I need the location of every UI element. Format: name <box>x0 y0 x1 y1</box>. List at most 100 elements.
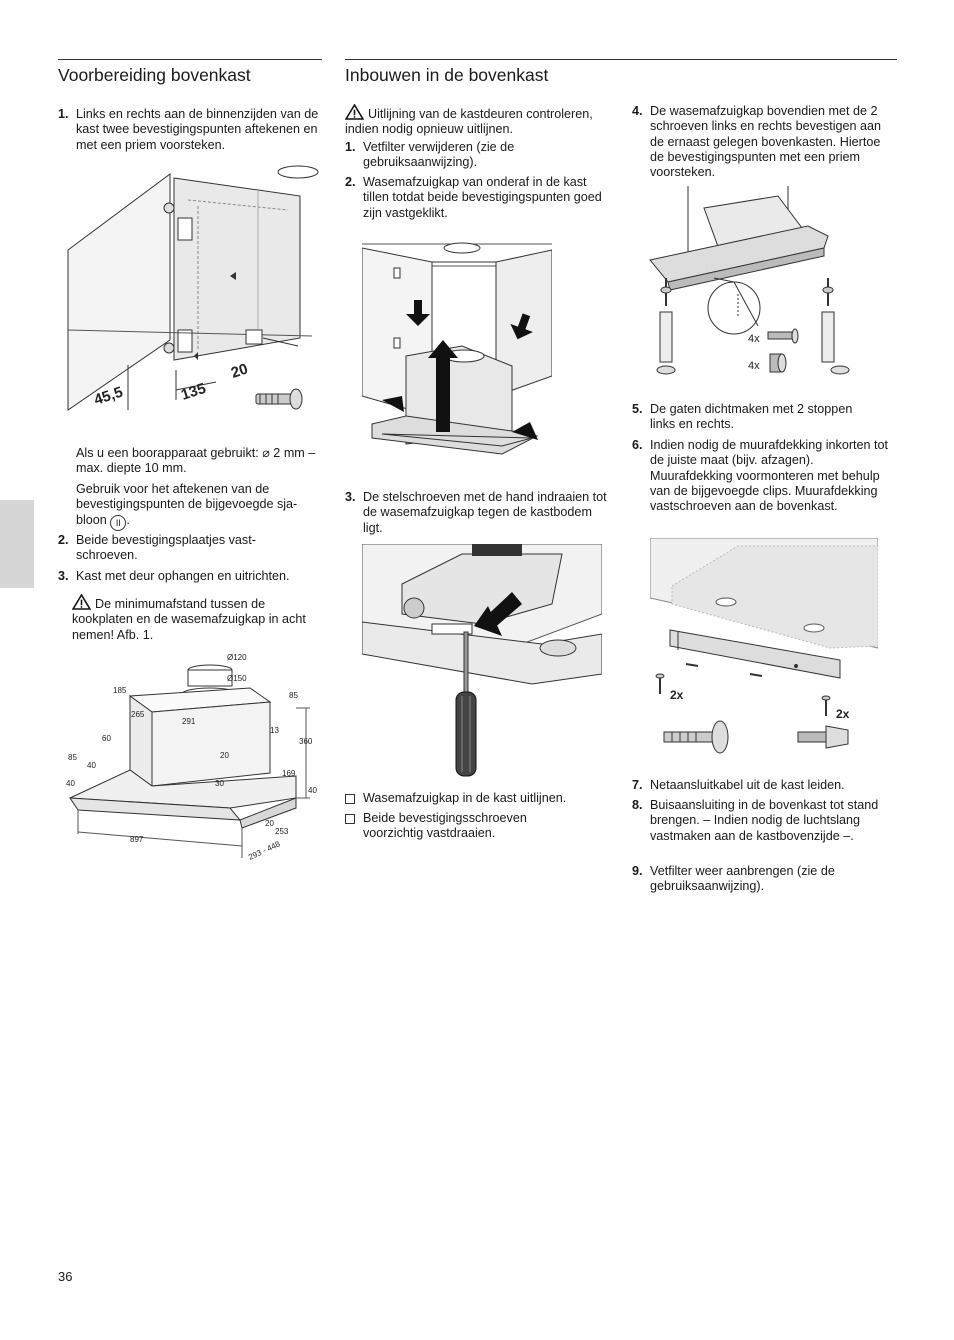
arrow-down-icon <box>510 313 533 340</box>
right-step-8: 8. Buisaansluiting in de bovenkast tot s… <box>632 798 897 862</box>
step-text: De gaten dichtmaken met 2 stoppen links … <box>650 402 853 432</box>
template-info: Gebruik voor het aftekenen van de bevest… <box>76 482 322 531</box>
step-text: Buisaansluiting in de bovenkast tot stan… <box>650 798 879 843</box>
step-text: De stelschroeven met de hand indraaien t… <box>363 490 607 535</box>
template-info-end: . <box>126 512 130 527</box>
warning-icon <box>72 594 91 610</box>
warning-text: Uitlijning van de kastdeuren controleren… <box>345 107 593 137</box>
step-number: 3. <box>345 490 356 504</box>
dim-253: 253 <box>275 827 289 836</box>
dim-40-left: 40 <box>66 779 75 788</box>
dim-40-right: 40 <box>308 786 317 795</box>
checkbox-icon <box>345 814 355 824</box>
checklist-item-tighten: Beide bevestigingsschroeven voorzichtig … <box>345 811 607 843</box>
dimension-label-20: 20 <box>229 360 250 381</box>
dim-20-bottom: 20 <box>265 819 274 828</box>
qty-screws: 4x <box>748 333 760 345</box>
section-heading-preparation: Voorbereiding bovenkast <box>58 59 322 85</box>
right-step-5: 5. De gaten dichtmaken met 2 stoppen lin… <box>632 402 897 434</box>
figure-screwdriver-adjust <box>362 544 602 780</box>
step-text: Links en rechts aan de binnenzijden van … <box>76 107 319 152</box>
figure-lift-hood <box>362 226 552 478</box>
step-number: 7. <box>632 778 643 792</box>
arrow-side-icon <box>382 396 404 412</box>
step-number: 2. <box>58 533 69 547</box>
dim-40-mid: 40 <box>87 761 96 770</box>
chapter-tab-marker <box>0 500 34 588</box>
left-step-1: 1. Links en rechts aan de binnenzijden v… <box>58 107 322 157</box>
dim-o120: Ø120 <box>227 653 247 662</box>
left-step-2: 2. Beide bevestigingsplaatjes vast-schro… <box>58 533 322 565</box>
right-step-9: 9. Vetfilter weer aanbrengen (zie de geb… <box>632 864 897 896</box>
dim-85-side: 85 <box>68 753 77 762</box>
step-text: Kast met deur ophangen en uitrichten. <box>76 569 290 583</box>
dim-13: 13 <box>270 726 279 735</box>
step-number: 2. <box>345 175 356 189</box>
dim-20-mid: 20 <box>220 751 229 760</box>
middle-warning: Uitlijning van de kastdeuren controleren… <box>345 104 607 138</box>
large-screw-icon <box>663 720 729 754</box>
screwdriver-icon <box>455 691 477 777</box>
qty-screws-b: 2x <box>836 707 850 721</box>
warning-text: De minimumafstand tussen de kookplaten e… <box>72 597 306 642</box>
dim-169: 169 <box>282 769 296 778</box>
check-text: Wasemafzuigkap in de kast uitlijnen. <box>363 791 567 805</box>
right-step-4: 4. De wasemafzuigkap bovendien met de 2 … <box>632 104 897 182</box>
plug-icon <box>769 353 787 373</box>
cabinet-marking-illustration: 45,5 135 20 <box>58 160 322 438</box>
left-warning: De minimumafstand tussen de kookplaten e… <box>72 594 322 643</box>
check-text: Beide bevestigingsschroeven voorzichtig … <box>363 811 527 841</box>
step-number: 1. <box>58 107 69 121</box>
figure-cabinet-marking: 45,5 135 20 <box>58 160 322 438</box>
step-number: 4. <box>632 104 643 118</box>
clip-icon <box>685 663 763 677</box>
dim-265: 265 <box>131 710 145 719</box>
step-number: 6. <box>632 438 643 452</box>
left-step-3: 3. Kast met deur ophangen en uitrichten. <box>58 569 322 587</box>
step-number: 8. <box>632 798 643 812</box>
figure-dimensions-drawing: Ø120 Ø150 185 85 265 291 360 60 13 85 40… <box>60 648 322 868</box>
screwdriver-illustration <box>362 544 602 780</box>
step-text: Vetfilter verwijderen (zie de gebruiksaa… <box>363 140 515 170</box>
side-screws-illustration: 4x 4x <box>648 186 854 382</box>
step-number: 3. <box>58 569 69 583</box>
step-text: De wasemafzuigkap bovendien met de 2 sch… <box>650 104 882 180</box>
screw-icon <box>821 695 831 716</box>
checkbox-icon <box>345 794 355 804</box>
detail-zoom-circle <box>707 281 761 335</box>
lift-hood-illustration <box>362 226 552 478</box>
step-number: 5. <box>632 402 643 416</box>
arrow-up-icon <box>436 356 450 432</box>
warning-icon <box>345 104 364 120</box>
right-step-7: 7. Netaansluitkabel uit de kast leiden. <box>632 778 897 796</box>
right-step-6: 6. Indien nodig de muurafdekking inkorte… <box>632 438 897 532</box>
arrow-down-icon <box>406 300 430 326</box>
middle-step-3: 3. De stelschroeven met de hand indraaie… <box>345 490 607 538</box>
dim-291: 291 <box>182 717 196 726</box>
middle-step-1: 1. Vetfilter verwijderen (zie de gebruik… <box>345 140 607 172</box>
page-number: 36 <box>58 1269 73 1284</box>
section-heading-installation: Inbouwen in de bovenkast <box>345 59 897 85</box>
step-text: Wasemafzuigkap van onderaf in de kast ti… <box>363 175 602 220</box>
step-text: Indien nodig de muurafdekking inkorten t… <box>650 438 889 514</box>
screw-icon <box>255 388 303 410</box>
screw-icon <box>821 278 850 375</box>
dimension-drawing: Ø120 Ø150 185 85 265 291 360 60 13 85 40… <box>60 648 322 868</box>
dim-360: 360 <box>299 737 313 746</box>
arrow-side-icon <box>512 422 538 440</box>
middle-step-2: 2. Wasemafzuigkap van onderaf in de kast… <box>345 175 607 223</box>
figure-wall-cover: 2x 2x <box>650 538 878 766</box>
qty-screws-a: 2x <box>670 688 684 702</box>
step-number: 1. <box>345 140 356 154</box>
wall-cover-illustration: 2x 2x <box>650 538 878 766</box>
dim-30: 30 <box>215 779 224 788</box>
dimension-label-135: 135 <box>179 380 208 404</box>
screw-icon <box>655 673 665 694</box>
dim-o150: Ø150 <box>227 674 247 683</box>
drill-info: Als u een boorapparaat gebruikt: ⌀ 2 mm … <box>76 446 316 476</box>
screw-icon <box>656 278 676 375</box>
dim-185: 185 <box>113 686 127 695</box>
checklist-item-align: Wasemafzuigkap in de kast uitlijnen. <box>345 791 607 809</box>
qty-plugs: 4x <box>748 360 760 372</box>
clip-pin-icon <box>797 725 849 749</box>
